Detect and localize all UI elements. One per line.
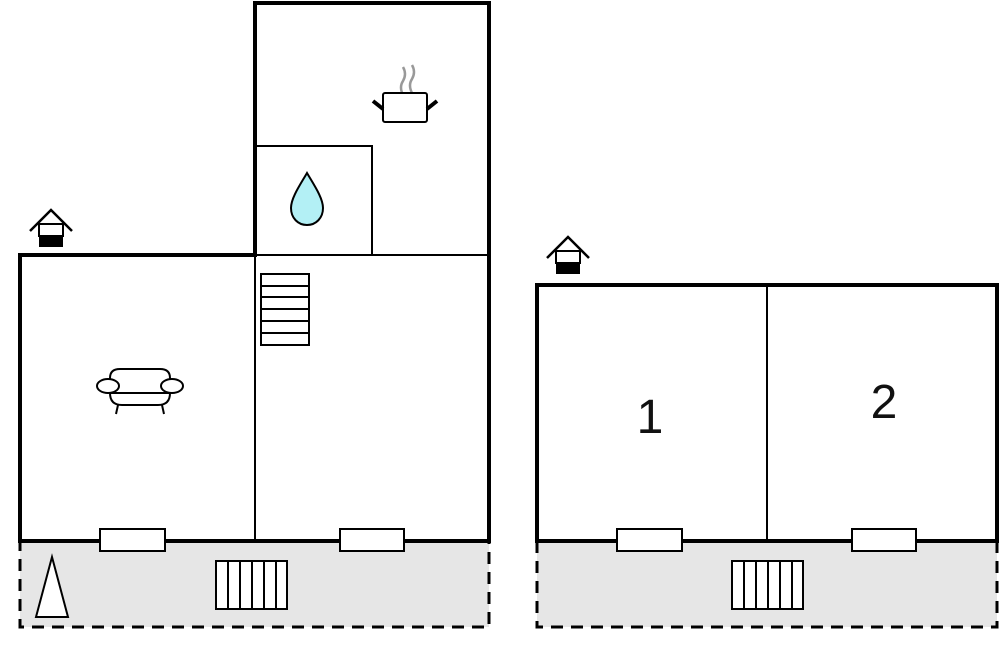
window-icon (339, 528, 405, 552)
cooking-pot-icon (371, 64, 439, 123)
ground-floor (18, 1, 491, 543)
water-drop-icon (289, 171, 325, 227)
window-icon (851, 528, 917, 552)
upper-floor: 1 2 (535, 283, 999, 543)
window-icon (99, 528, 166, 552)
house-entrance-icon (29, 208, 73, 247)
house-entrance-icon (546, 235, 590, 274)
stairs-icon (260, 273, 310, 346)
sofa-icon (96, 368, 184, 415)
room-label-1: 1 (637, 391, 664, 444)
window-icon (616, 528, 683, 552)
grill-icon (731, 560, 804, 610)
tree-icon (34, 553, 70, 618)
grill-icon (215, 560, 288, 610)
room-label-2: 2 (871, 376, 898, 429)
